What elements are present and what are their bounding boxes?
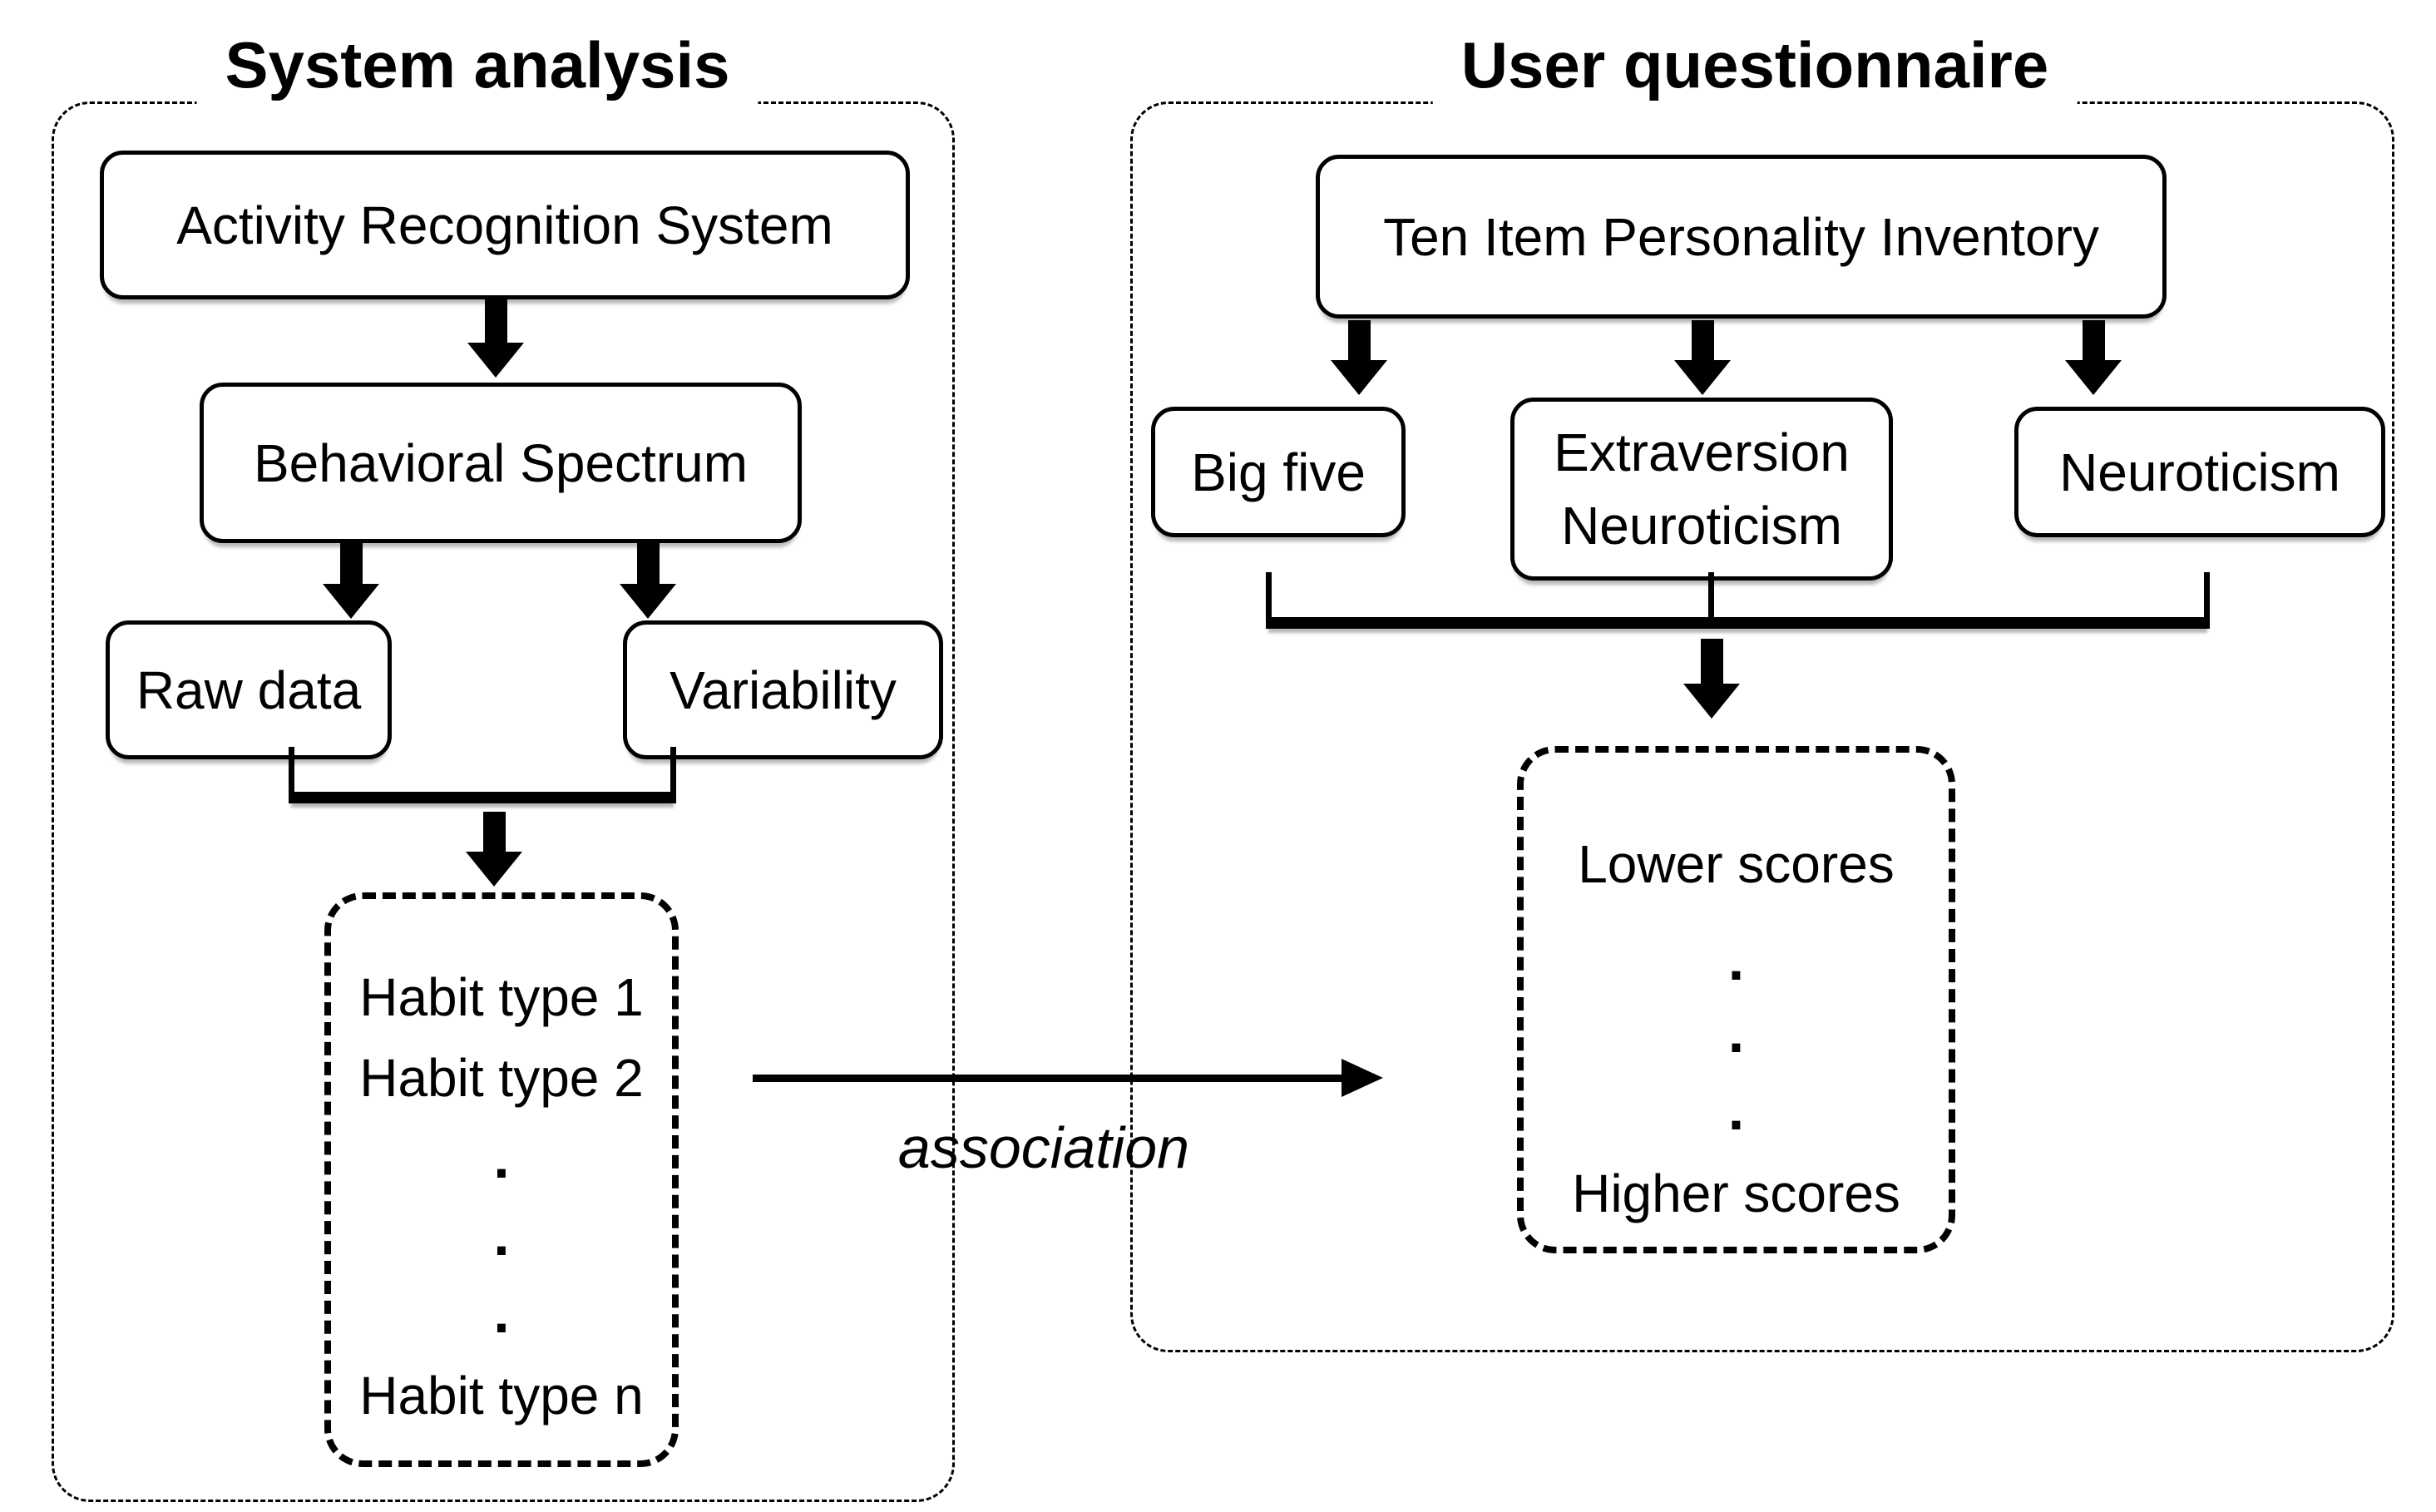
- arrow-shaft: [2082, 320, 2105, 360]
- arrow-head: [620, 584, 676, 619]
- ellipsis-dot: .: [1727, 1000, 1745, 1065]
- arrow-shaft: [339, 542, 363, 584]
- ellipsis-dot: .: [1727, 1077, 1745, 1142]
- arrow-activity-to-spectrum: [467, 299, 524, 378]
- activity-recognition-system-box: Activity Recognition System: [100, 151, 910, 299]
- arrow-spectrum-to-raw-data: [323, 542, 379, 619]
- ellipsis-dot: .: [1727, 927, 1745, 992]
- bracket-middle-leg: [1708, 572, 1714, 622]
- lower-scores: Lower scores: [1578, 834, 1895, 894]
- arrow-head: [1674, 360, 1731, 395]
- arrow-tipi-to-extraversion: [1674, 320, 1731, 395]
- arrow-shaft: [636, 542, 660, 584]
- bracket-right-leg: [2204, 572, 2210, 622]
- arrow-shaft: [1347, 320, 1371, 360]
- bracket-left-leg: [289, 747, 294, 802]
- association-arrow-head: [1342, 1059, 1383, 1097]
- raw-data-label: Raw data: [136, 660, 362, 720]
- association-label: association: [897, 1115, 1190, 1180]
- higher-scores: Higher scores: [1572, 1164, 1900, 1223]
- arrow-bracket-to-scores: [1683, 639, 1740, 719]
- big-five-box: Big five: [1151, 407, 1406, 537]
- arrow-head: [466, 852, 522, 887]
- arrow-tipi-to-big-five: [1331, 320, 1387, 395]
- arrow-bracket-to-habit-types: [466, 812, 522, 887]
- extraversion-label: Extraversion: [1554, 422, 1850, 482]
- ellipsis-dot: .: [493, 1280, 510, 1345]
- arrow-spectrum-to-variability: [620, 542, 676, 619]
- arrow-tipi-to-neuroticism: [2065, 320, 2122, 395]
- ten-item-personality-inventory-box: Ten Item Personality Inventory: [1316, 155, 2167, 319]
- neuroticism-box: Neuroticism: [2014, 407, 2385, 537]
- arrow-head: [2065, 360, 2122, 395]
- neuroticism-sub-label: Neuroticism: [1561, 496, 1842, 556]
- extraversion-neuroticism-box: Extraversion Neuroticism: [1510, 398, 1893, 581]
- arrow-head: [323, 584, 379, 619]
- arrow-shaft: [482, 812, 506, 852]
- raw-data-box: Raw data: [106, 620, 392, 759]
- system-analysis-title: System analysis: [196, 25, 758, 105]
- arrow-head: [1331, 360, 1387, 395]
- arrow-shaft: [1691, 320, 1714, 360]
- user-questionnaire-title: User questionnaire: [1432, 25, 2078, 105]
- big-five-label: Big five: [1191, 442, 1366, 502]
- bracket-right-leg: [670, 747, 676, 802]
- arrow-shaft: [1700, 639, 1723, 684]
- habit-type-1: Habit type 1: [359, 967, 644, 1027]
- variability-box: Variability: [623, 620, 943, 759]
- tipi-label: Ten Item Personality Inventory: [1383, 206, 2099, 267]
- behavioral-spectrum-box: Behavioral Spectrum: [200, 383, 802, 543]
- ellipsis-dot: .: [493, 1203, 510, 1267]
- habit-types-box: Habit type 1 Habit type 2 . . . Habit ty…: [324, 892, 679, 1467]
- variability-label: Variability: [670, 660, 897, 720]
- arrow-head: [467, 343, 524, 378]
- ellipsis-dot: .: [493, 1125, 510, 1190]
- activity-recognition-system-label: Activity Recognition System: [176, 195, 833, 255]
- bracket-bar: [289, 792, 676, 803]
- neuroticism-label: Neuroticism: [2059, 442, 2340, 502]
- association-arrow-line: [753, 1075, 1345, 1082]
- behavioral-spectrum-label: Behavioral Spectrum: [253, 432, 749, 493]
- arrow-head: [1683, 684, 1740, 719]
- bracket-bar: [1266, 617, 2210, 629]
- scores-box: Lower scores . . . Higher scores: [1517, 746, 1955, 1253]
- habit-type-n: Habit type n: [359, 1366, 644, 1426]
- arrow-shaft: [484, 299, 507, 343]
- bracket-left-leg: [1266, 572, 1272, 622]
- habit-type-2: Habit type 2: [359, 1048, 644, 1108]
